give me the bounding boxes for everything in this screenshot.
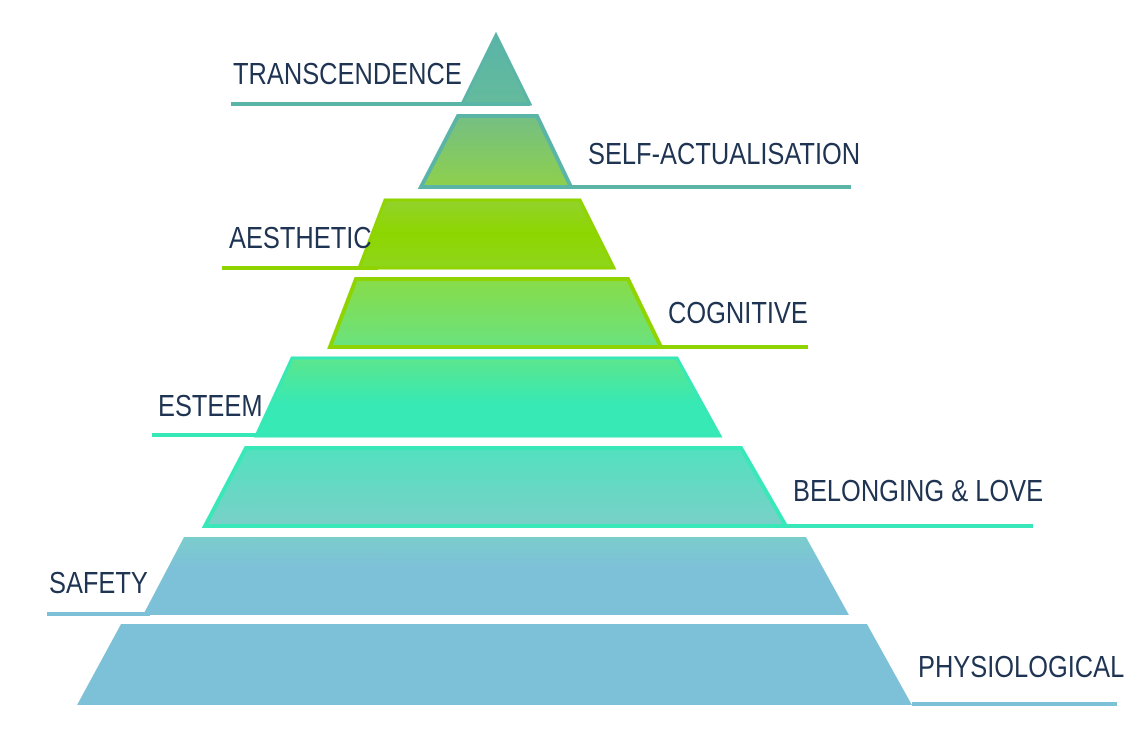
level-transcendence (231, 31, 533, 106)
level-cognitive (327, 277, 808, 349)
label-belonging-love: BELONGING & LOVE (793, 473, 1044, 508)
level-self-actualisation (417, 114, 851, 189)
label-esteem: ESTEEM (158, 388, 263, 423)
level-belonging-love (201, 446, 1033, 528)
label-physiological: PHYSIOLOGICAL (918, 649, 1125, 684)
label-self-actualisation: SELF-ACTUALISATION (588, 136, 861, 171)
label-safety: SAFETY (49, 565, 148, 600)
level-esteem (152, 356, 723, 438)
level-physiological (77, 624, 1117, 706)
level-safety (47, 537, 849, 616)
label-cognitive: COGNITIVE (668, 295, 808, 330)
label-transcendence: TRANSCENDENCE (233, 56, 462, 91)
label-aesthetic: AESTHETIC (229, 220, 372, 255)
level-aesthetic (222, 198, 617, 270)
